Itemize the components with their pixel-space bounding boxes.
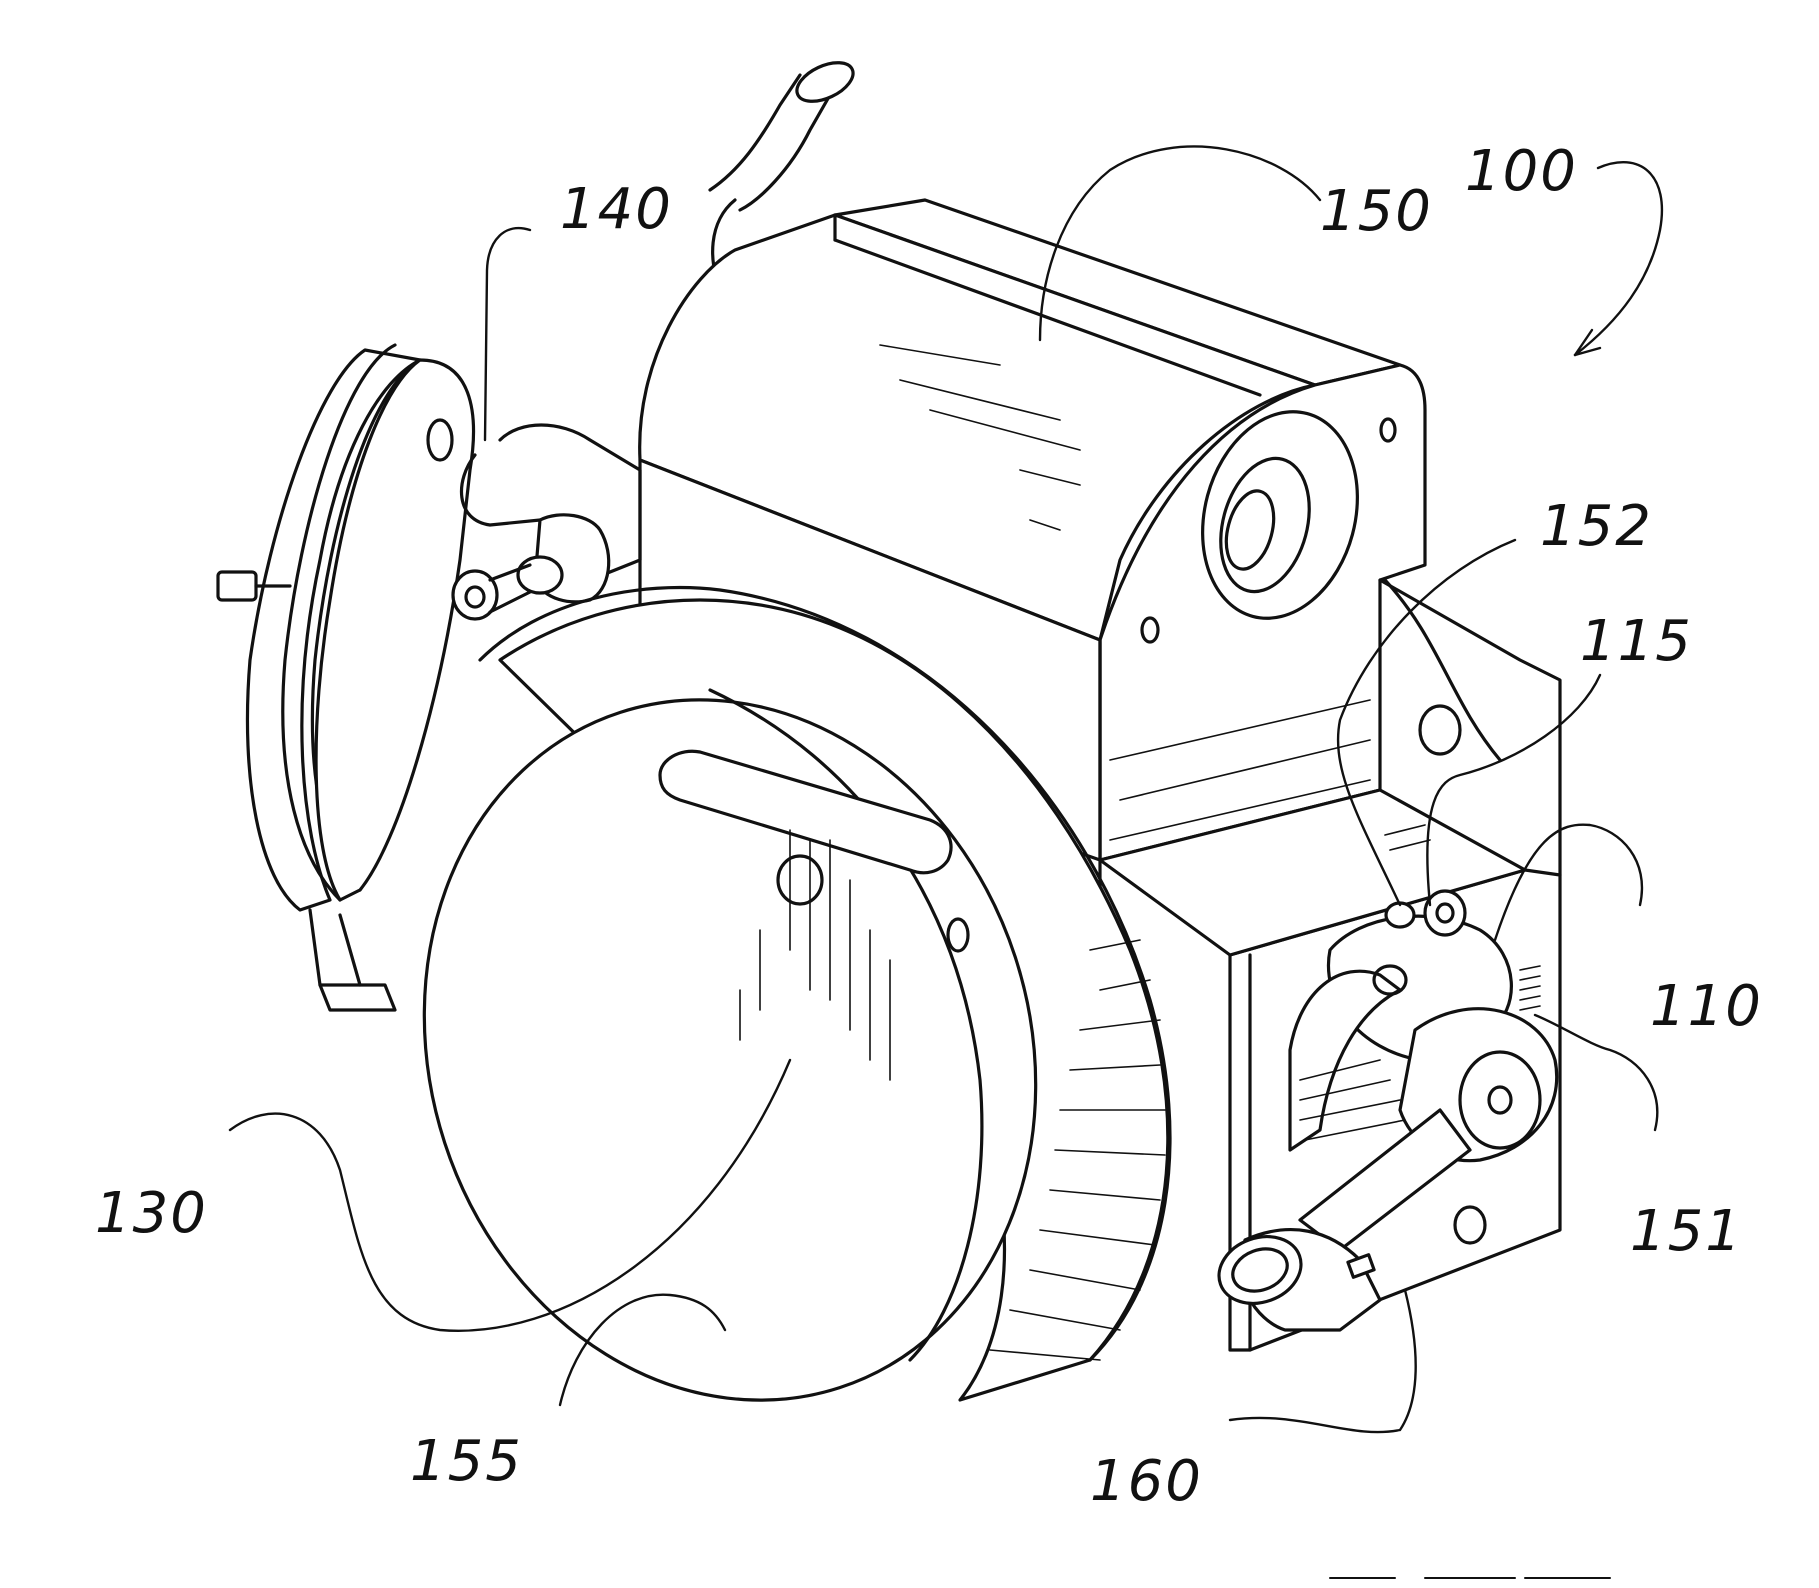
label-151: 151 [1630, 1199, 1743, 1264]
label-160: 160 [1090, 1449, 1203, 1514]
idle-valve [453, 425, 640, 619]
label-100: 100 [1465, 139, 1578, 204]
label-140: 140 [560, 177, 673, 242]
leader-140 [485, 228, 530, 440]
label-152: 152 [1540, 494, 1653, 559]
label-155: 155 [410, 1429, 523, 1494]
left-flange [218, 345, 473, 1010]
label-130: 130 [95, 1181, 208, 1246]
label-150: 150 [1320, 179, 1433, 244]
label-115: 115 [1580, 609, 1693, 674]
label-110: 110 [1650, 974, 1763, 1039]
leader-100 [1575, 162, 1662, 355]
